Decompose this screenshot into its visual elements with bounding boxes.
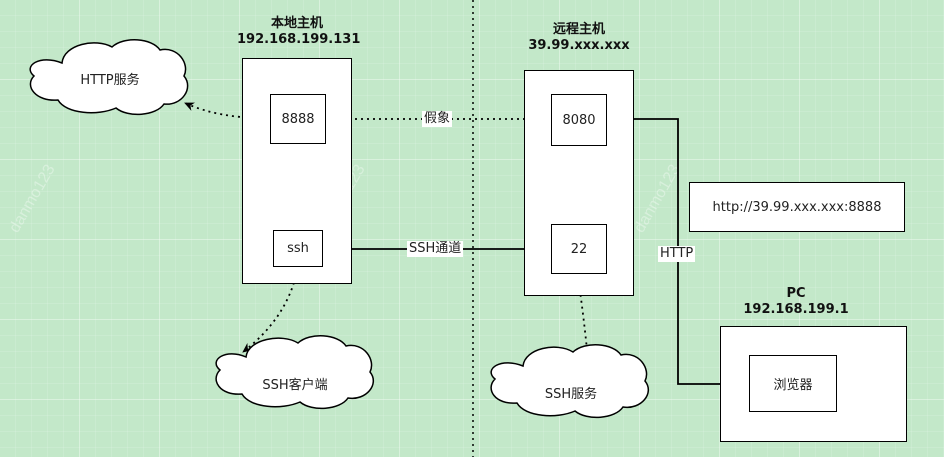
local-host-title: 本地主机 [270,16,323,31]
remote-port-8080-node: 8080 [551,94,607,146]
remote-ssh-port-node: 22 [551,224,607,274]
ssh-service-cloud [490,344,650,419]
pc-ip: 192.168.199.1 [743,302,849,317]
http-service-label: HTTP服务 [80,73,140,88]
local-ssh-node: ssh [273,230,323,267]
local-port-8888-node: 8888 [270,94,326,144]
url-box: http://39.99.xxx.xxx:8888 [689,182,905,232]
ssh-tunnel-label: SSH通道 [407,241,464,257]
pc-title: PC [786,286,806,301]
ssh-client-cloud [215,335,375,410]
local-host-ip: 192.168.199.131 [237,32,361,47]
remote-host-label: 远程主机 39.99.xxx.xxx [519,22,639,54]
fake-link-label: 假象 [422,111,453,127]
ssh-service-label: SSH服务 [544,387,598,402]
remote-host-title: 远程主机 [552,22,605,37]
pc-label: PC 192.168.199.1 [736,286,856,318]
ssh-client-label: SSH客户端 [262,378,328,393]
http-label: HTTP [658,246,696,262]
arrow-8888-to-http-service [184,102,265,119]
local-host-label: 本地主机 192.168.199.131 [237,16,361,48]
remote-host-ip: 39.99.xxx.xxx [528,38,630,53]
browser-node: 浏览器 [749,355,837,412]
http-service-cloud [29,39,189,116]
